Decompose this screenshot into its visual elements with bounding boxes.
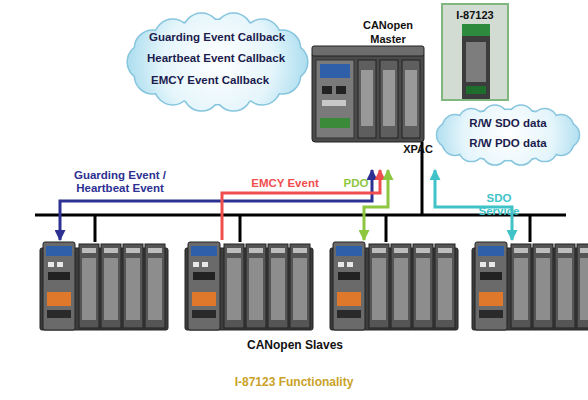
node-text: I-87123 — [443, 8, 507, 22]
edge-label: EMCY Event — [246, 177, 324, 190]
module-top — [462, 24, 490, 36]
xpac-module — [358, 60, 376, 138]
edge-label: PDO — [342, 177, 370, 190]
slave-device — [330, 242, 458, 330]
node-text: CANopen Slaves — [195, 338, 395, 352]
cloud-fill — [128, 14, 307, 111]
edge-label: SDO Service — [466, 192, 532, 218]
bus-message-arrow — [364, 170, 388, 240]
node-text: Guarding Event Callback — [149, 30, 309, 44]
node-text: Heartbeat Event Callback — [147, 51, 307, 65]
node-text: CANopen Master — [352, 18, 424, 46]
xpac-panel — [320, 64, 350, 78]
bus-drop — [385, 215, 388, 242]
xpac-slot — [322, 100, 346, 106]
node-text: R/W PDO data — [432, 136, 584, 150]
master-device: CANopen MasterXPAC — [300, 16, 445, 170]
cloud-fill — [437, 106, 579, 165]
bus-message-arrow — [435, 170, 512, 240]
module-body — [462, 24, 490, 99]
xpac-port — [322, 86, 332, 94]
xpac-cpu — [316, 60, 354, 138]
cloud-outline — [432, 100, 584, 170]
xpac-module — [402, 60, 420, 138]
cloud-lobe — [549, 115, 573, 139]
bus-drop — [529, 215, 532, 242]
slave-group: CANopen Slaves — [35, 240, 585, 358]
cloud-lobe — [549, 115, 573, 139]
slave-device — [40, 242, 168, 330]
bus-message-arrow — [60, 170, 372, 240]
node-text: XPAC — [398, 142, 438, 156]
data-cloud: R/W SDO dataR/W PDO data — [432, 100, 584, 170]
xpac-terminal — [320, 118, 350, 128]
xpac-body — [312, 52, 424, 142]
bus-drop — [94, 215, 97, 242]
node-text: EMCY Event Callback — [151, 73, 311, 87]
cloud-rim — [128, 14, 307, 111]
can-bus — [35, 214, 566, 217]
module-picture — [443, 5, 507, 99]
module-connector — [466, 86, 486, 94]
figure-caption: I-87123 Functionality — [0, 374, 588, 390]
bus-message-arrow — [222, 170, 380, 240]
node-text: R/W SDO data — [432, 116, 584, 130]
xpac-module-front — [405, 70, 417, 126]
xpac-module-front — [383, 70, 395, 126]
module-inset: I-87123 — [441, 3, 509, 101]
xpac-port — [336, 86, 346, 94]
inset-background — [443, 5, 507, 99]
slave-device — [472, 242, 588, 330]
callback-cloud: Guarding Event CallbackHeartbeat Event C… — [125, 10, 310, 114]
bus-drop — [239, 215, 242, 242]
xpac-module-front — [361, 70, 373, 126]
cloud-rim — [437, 106, 579, 165]
module-front — [466, 42, 486, 82]
xpac-lid — [312, 46, 424, 56]
edge-label: Guarding Event / Heartbeat Event — [70, 169, 170, 195]
xpac-module — [380, 60, 398, 138]
slave-device — [185, 242, 313, 330]
xpac-device — [312, 46, 424, 142]
